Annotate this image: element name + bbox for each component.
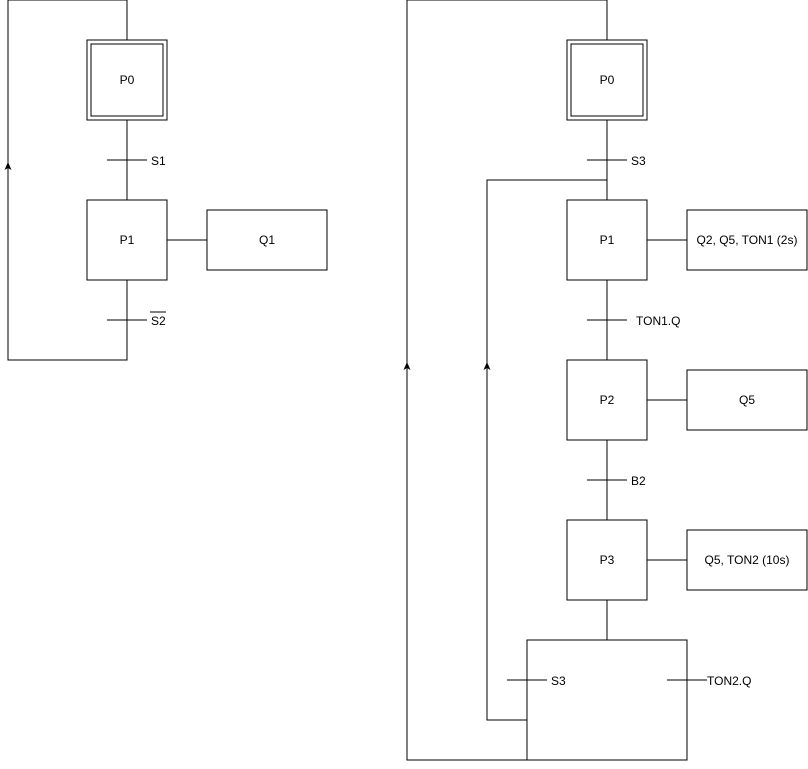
left-grafcet: P0 S1 P1 Q1 S2	[4, 0, 328, 361]
left-transition-s2-label: S2	[151, 314, 166, 328]
right-transition-ton1q-label: TON1.Q	[636, 314, 680, 328]
right-step-p1: P1	[566, 199, 648, 281]
left-step-p1: P1	[86, 199, 168, 281]
right-inner-return-loop	[486, 179, 607, 721]
right-step-p3: P3	[566, 519, 648, 601]
right-transition-ton2q-label: TON2.Q	[707, 674, 751, 688]
left-transition-not-s2: S2	[107, 311, 166, 328]
right-outer-return-loop	[406, 0, 688, 761]
right-step-p0-label: P0	[600, 73, 615, 87]
right-divergence-box	[526, 639, 688, 761]
left-transition-s1: S1	[107, 154, 166, 168]
left-step-p0: P0	[86, 39, 168, 121]
right-outer-return-arrow-icon	[403, 362, 411, 370]
left-action-q1: Q1	[206, 209, 328, 271]
left-step-p1-label: P1	[120, 233, 135, 247]
right-step-p2: P2	[566, 359, 648, 441]
right-transition-ton2q: TON2.Q	[667, 674, 751, 688]
right-transition-s3-top: S3	[587, 154, 646, 168]
left-transition-s1-label: S1	[151, 154, 166, 168]
right-transition-b2: B2	[587, 474, 646, 488]
left-action-q1-label: Q1	[259, 233, 275, 247]
right-transition-ton1q: TON1.Q	[587, 314, 680, 328]
right-transition-s3-branch-label: S3	[551, 674, 566, 688]
right-grafcet: P0 S3 P1 Q2, Q5, TON1 (2s) TON1.Q P2	[403, 0, 808, 761]
right-step-p0: P0	[566, 39, 648, 121]
right-action-p2-label: Q5	[739, 393, 755, 407]
right-action-p2: Q5	[686, 369, 808, 431]
left-return-loop	[7, 0, 128, 361]
right-step-p3-label: P3	[600, 553, 615, 567]
right-action-p1-label: Q2, Q5, TON1 (2s)	[697, 233, 798, 247]
left-step-p0-label: P0	[120, 73, 135, 87]
right-transition-b2-label: B2	[631, 474, 646, 488]
right-inner-return-arrow-icon	[483, 362, 491, 370]
right-transition-s3-top-label: S3	[631, 154, 646, 168]
right-step-p1-label: P1	[600, 233, 615, 247]
right-transition-s3-branch: S3	[507, 674, 566, 688]
right-step-p2-label: P2	[600, 393, 615, 407]
left-return-arrow-icon	[4, 162, 12, 170]
right-action-p3: Q5, TON2 (10s)	[686, 529, 808, 591]
right-action-p3-label: Q5, TON2 (10s)	[705, 553, 790, 567]
right-action-p1: Q2, Q5, TON1 (2s)	[686, 209, 808, 271]
